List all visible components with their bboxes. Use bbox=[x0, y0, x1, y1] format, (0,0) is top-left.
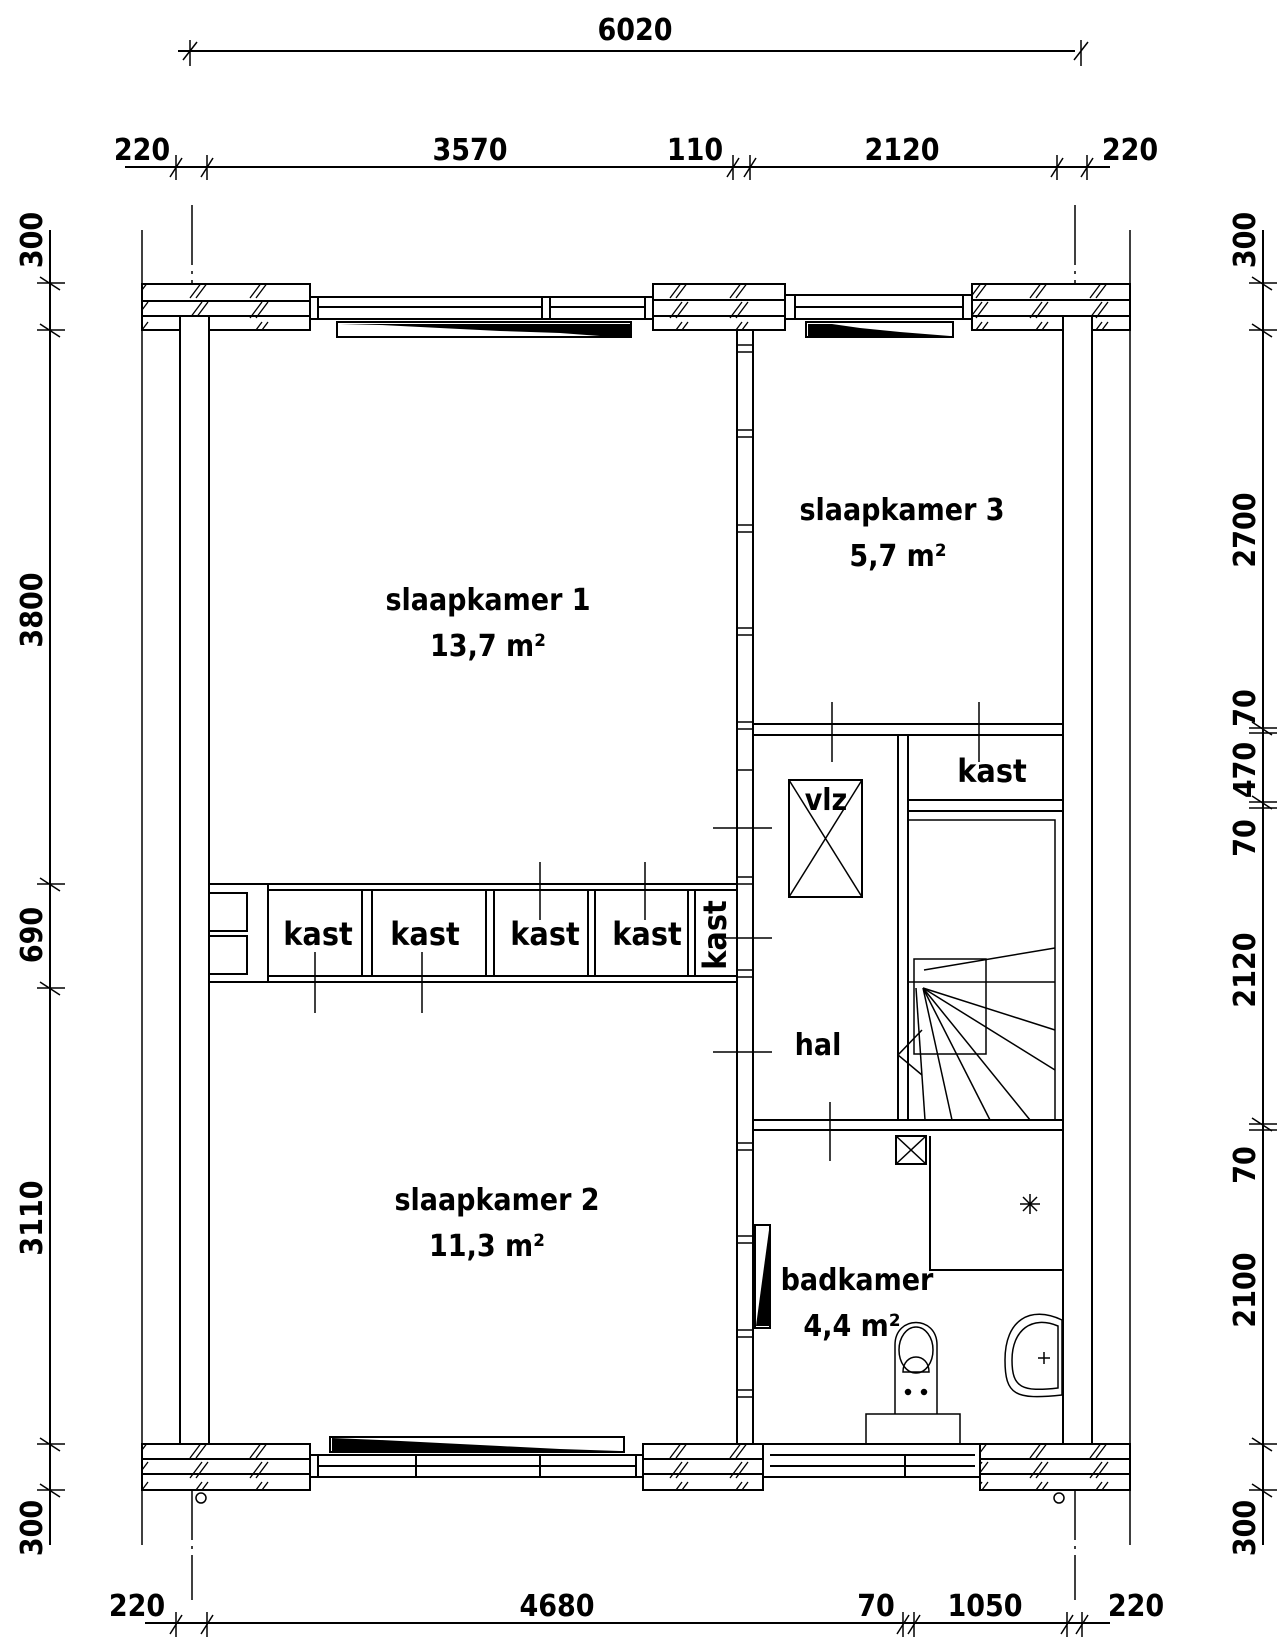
room-slaapkamer-1: slaapkamer 1 13,7 m² bbox=[385, 583, 590, 664]
room-area: 11,3 m² bbox=[429, 1229, 545, 1264]
dimension-left-segments: 300 3800 690 3110 300 bbox=[15, 212, 65, 1556]
dim-top-overall-label: 6020 bbox=[597, 13, 672, 48]
exterior-wall-left bbox=[179, 315, 210, 1445]
dim-right-partition-1: 70 bbox=[1228, 689, 1263, 727]
room-hal: hal bbox=[795, 1028, 842, 1063]
dim-right-partition-2: 70 bbox=[1228, 819, 1263, 857]
radiator-icon bbox=[805, 321, 954, 338]
dim-right-partition-3: 70 bbox=[1228, 1146, 1263, 1184]
room-name: slaapkamer 3 bbox=[799, 493, 1004, 528]
grid-axes bbox=[141, 205, 1131, 1600]
vlz-shaft: vlz bbox=[788, 779, 863, 898]
radiator-icon bbox=[329, 1436, 625, 1453]
dim-left-wall-bottom: 300 bbox=[15, 1500, 50, 1556]
exterior-wall-bottom bbox=[141, 1443, 1131, 1491]
grid-marker-right bbox=[1053, 1492, 1065, 1504]
partition-kast-row bbox=[208, 883, 737, 983]
room-name: slaapkamer 2 bbox=[394, 1183, 599, 1218]
radiator-icon bbox=[754, 1224, 771, 1329]
radiator-icon bbox=[336, 321, 632, 338]
partition-central bbox=[736, 329, 754, 1445]
shaft-icon bbox=[895, 1135, 927, 1165]
shaft-box-lower bbox=[208, 935, 248, 975]
dim-bottom-slaapkamer2: 4680 bbox=[519, 1589, 594, 1624]
dim-top-wall-right: 220 bbox=[1102, 133, 1158, 168]
dim-right-slaapkamer3: 2700 bbox=[1228, 492, 1263, 567]
vlz-label: vlz bbox=[805, 783, 848, 818]
dim-bottom-badkamer: 1050 bbox=[947, 1589, 1022, 1624]
kast-label-2: kast bbox=[390, 915, 460, 953]
dim-top-partition: 110 bbox=[667, 133, 723, 168]
dim-bottom-wall-left: 220 bbox=[109, 1589, 165, 1624]
room-slaapkamer-2: slaapkamer 2 11,3 m² bbox=[394, 1183, 599, 1264]
dim-top-slaapkamer1: 3570 bbox=[432, 133, 507, 168]
room-area: 4,4 m² bbox=[803, 1309, 900, 1344]
dim-left-slaapkamer2: 3110 bbox=[15, 1180, 50, 1255]
room-area: 13,7 m² bbox=[430, 629, 546, 664]
dim-left-slaapkamer1: 3800 bbox=[15, 572, 50, 647]
room-area: 5,7 m² bbox=[849, 539, 946, 574]
room-name: slaapkamer 1 bbox=[385, 583, 590, 618]
dim-right-wall-bottom: 300 bbox=[1228, 1500, 1263, 1556]
window-bottom-right bbox=[762, 1443, 981, 1478]
dim-bottom-partition: 70 bbox=[857, 1589, 895, 1624]
exterior-wall-top bbox=[141, 283, 1131, 331]
dimension-bottom-segments: 220 4680 70 1050 220 bbox=[109, 1589, 1164, 1637]
exterior-wall-right bbox=[1062, 315, 1093, 1445]
kast-label-3: kast bbox=[510, 915, 580, 953]
dim-right-badkamer: 2100 bbox=[1228, 1252, 1263, 1327]
grid-marker-left bbox=[195, 1492, 207, 1504]
dimension-top-segments: 220 3570 110 2120 220 bbox=[114, 133, 1158, 180]
room-name: badkamer bbox=[781, 1263, 934, 1298]
room-slaapkamer-3: slaapkamer 3 5,7 m² bbox=[799, 493, 1004, 574]
room-name: hal bbox=[795, 1028, 842, 1063]
dim-left-wall-top: 300 bbox=[15, 212, 50, 268]
door-markers bbox=[314, 702, 980, 1161]
dim-right-kast: 470 bbox=[1228, 742, 1263, 798]
kast-label-vertical: kast bbox=[696, 900, 734, 970]
room-badkamer: badkamer 4,4 m² bbox=[781, 1263, 934, 1344]
dim-right-wall-top: 300 bbox=[1228, 212, 1263, 268]
kast-label-1: kast bbox=[283, 915, 353, 953]
washbasin-icon bbox=[1004, 1313, 1063, 1398]
dim-bottom-wall-right: 220 bbox=[1108, 1589, 1164, 1624]
kast-label-4: kast bbox=[612, 915, 682, 953]
shaft-box-upper bbox=[208, 892, 248, 932]
toilet-icon bbox=[865, 1321, 961, 1445]
kast-label-hall: kast bbox=[957, 752, 1027, 790]
stair-icon bbox=[896, 819, 1056, 1121]
dim-right-stair: 2120 bbox=[1228, 932, 1263, 1007]
dimension-right-segments: 300 2700 70 470 70 2120 70 2100 300 bbox=[1228, 212, 1277, 1556]
dim-top-slaapkamer3: 2120 bbox=[864, 133, 939, 168]
dim-top-wall-left: 220 bbox=[114, 133, 170, 168]
shower-icon bbox=[929, 1136, 1063, 1271]
dimension-top-overall: 6020 bbox=[178, 13, 1089, 66]
dim-left-kast: 690 bbox=[15, 907, 50, 963]
